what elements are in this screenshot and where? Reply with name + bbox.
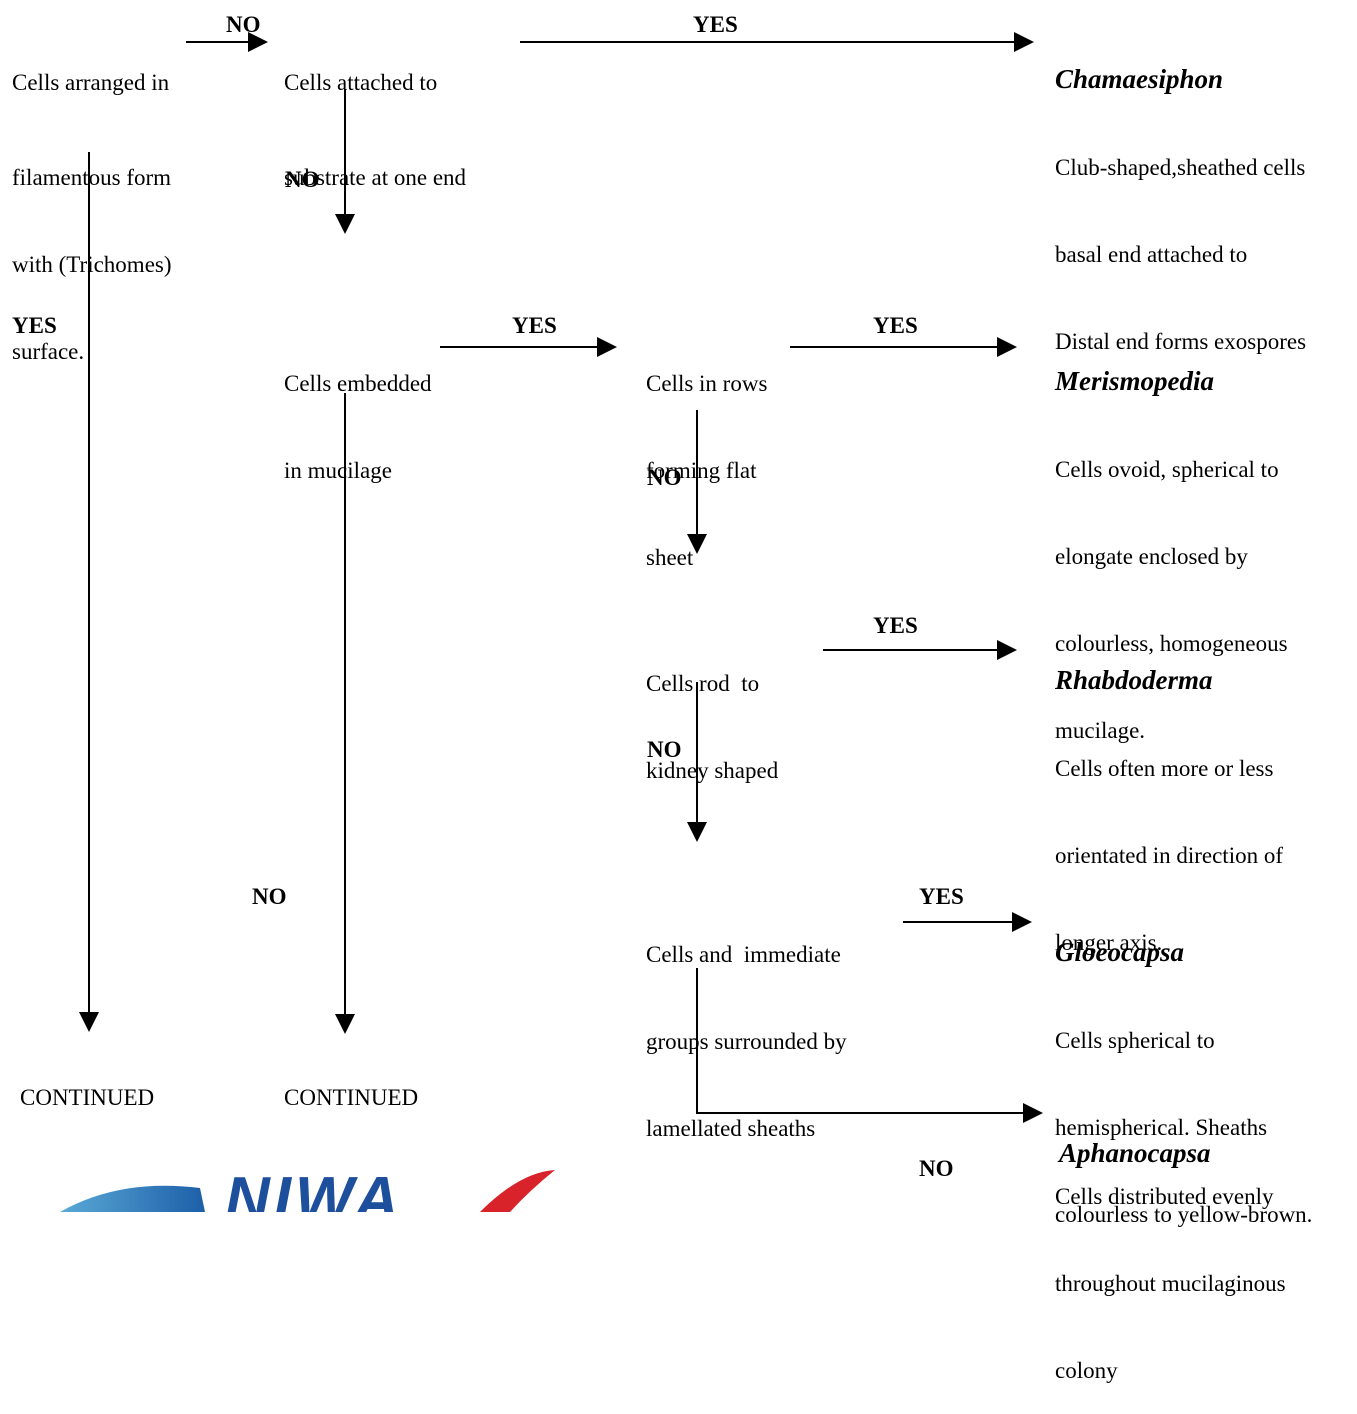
- logo-wordmark: NIWA: [225, 1165, 403, 1212]
- node-line: filamentous form: [12, 165, 172, 190]
- genus-desc-line: Club-shaped,sheathed cells: [1055, 155, 1306, 180]
- label-yes-n1-down: YES: [12, 313, 57, 338]
- node-lamellated-sheaths: Cells and immediate groups surrounded by…: [646, 882, 847, 1172]
- label-no-n6-aphanocapsa: NO: [919, 1156, 954, 1181]
- genus-desc-line: mucilage.: [1055, 718, 1146, 743]
- node-line: Cells rod to: [646, 671, 760, 696]
- niwa-logo: NIWA: [60, 1165, 555, 1212]
- genus-chamaesiphon: Chamaesiphon Club-shaped,sheathed cells …: [1055, 5, 1306, 385]
- genus-name: Aphanocapsa: [1059, 1138, 1211, 1168]
- genus-merismopedia: Merismopedia Cells ovoid, spherical to e…: [1055, 307, 1288, 774]
- node-line: Cells in rows: [646, 371, 768, 396]
- genus-desc-line: Cells distributed evenly: [1055, 1184, 1274, 1209]
- node-line: Cells embedded: [284, 371, 432, 396]
- node-line: groups surrounded by: [646, 1029, 847, 1054]
- genus-name: Rhabdoderma: [1055, 665, 1213, 695]
- arrow-n6-to-aphanocapsa: [696, 968, 1043, 1123]
- flowchart-arrows: [79, 32, 1043, 1123]
- node-line: in mucilage: [284, 458, 392, 483]
- genus-aphanocapsa: Aphanocapsa: [1059, 1079, 1211, 1198]
- genus-desc-line: Cells spherical to: [1055, 1028, 1215, 1053]
- genus-desc-line: Distal end forms exospores: [1055, 329, 1307, 354]
- node-line: surface.: [12, 339, 85, 364]
- logo-red-swoosh: [480, 1170, 555, 1212]
- node-line: Cells arranged in: [12, 70, 170, 95]
- label-yes-n2-chamaesiphon: YES: [693, 12, 738, 37]
- label-yes-n4-merismopedia: YES: [873, 313, 918, 338]
- label-no-n3-down: NO: [252, 884, 287, 909]
- genus-aphanocapsa-desc: Cells distributed evenly throughout muci…: [1055, 1124, 1286, 1414]
- genus-desc-line: colourless, homogeneous: [1055, 631, 1288, 656]
- genus-desc-line: orientated in direction of: [1055, 843, 1284, 868]
- node-line: sheet: [646, 545, 694, 570]
- genus-desc-line: Cells ovoid, spherical to: [1055, 457, 1279, 482]
- label-no-n5-n6: NO: [647, 737, 682, 762]
- logo-blue-swoosh: [60, 1185, 205, 1212]
- label-no-n1-n2: NO: [226, 12, 261, 37]
- label-yes-n5-rhabdoderma: YES: [873, 613, 918, 638]
- node-line: lamellated sheaths: [646, 1116, 816, 1141]
- node-embedded-mucilage: Cells embedded in mucilage: [284, 311, 432, 514]
- node-rod-kidney: Cells rod to kidney shaped: [646, 611, 778, 814]
- node-filamentous: Cells arranged in filamentous form with …: [12, 10, 172, 395]
- genus-desc-line: basal end attached to: [1055, 242, 1248, 267]
- genus-desc-line: colony: [1055, 1358, 1118, 1383]
- label-yes-n3-n4: YES: [512, 313, 557, 338]
- node-line: with (Trichomes): [12, 252, 172, 277]
- genus-name: Merismopedia: [1055, 366, 1214, 396]
- continued-middle: CONTINUED: [284, 1085, 419, 1110]
- node-line: Cells and immediate: [646, 942, 841, 967]
- genus-desc-line: elongate enclosed by: [1055, 544, 1248, 569]
- label-no-n2-n3: NO: [285, 167, 320, 192]
- genus-desc-line: hemispherical. Sheaths: [1055, 1115, 1268, 1140]
- genus-name: Chamaesiphon: [1055, 64, 1224, 94]
- label-no-n4-n5: NO: [647, 465, 682, 490]
- genus-desc-line: longer axis.: [1055, 930, 1163, 955]
- genus-desc-line: Cells often more or less: [1055, 756, 1274, 781]
- node-attached-substrate: Cells attached to substrate at one end: [284, 10, 466, 221]
- continued-left: CONTINUED: [20, 1085, 155, 1110]
- node-line: kidney shaped: [646, 758, 779, 783]
- genus-name: Gloeocapsa: [1055, 937, 1184, 967]
- node-line: forming flat: [646, 458, 757, 483]
- node-rows-flat-sheet: Cells in rows forming flat sheet: [646, 311, 767, 601]
- node-line: Cells attached to: [284, 70, 438, 95]
- genus-desc-line: throughout mucilaginous: [1055, 1271, 1286, 1296]
- node-line: substrate at one end: [284, 165, 467, 190]
- genus-rhabdoderma: Rhabdoderma Cells often more or less ori…: [1055, 606, 1283, 986]
- label-yes-n6-gloeocapsa: YES: [919, 884, 964, 909]
